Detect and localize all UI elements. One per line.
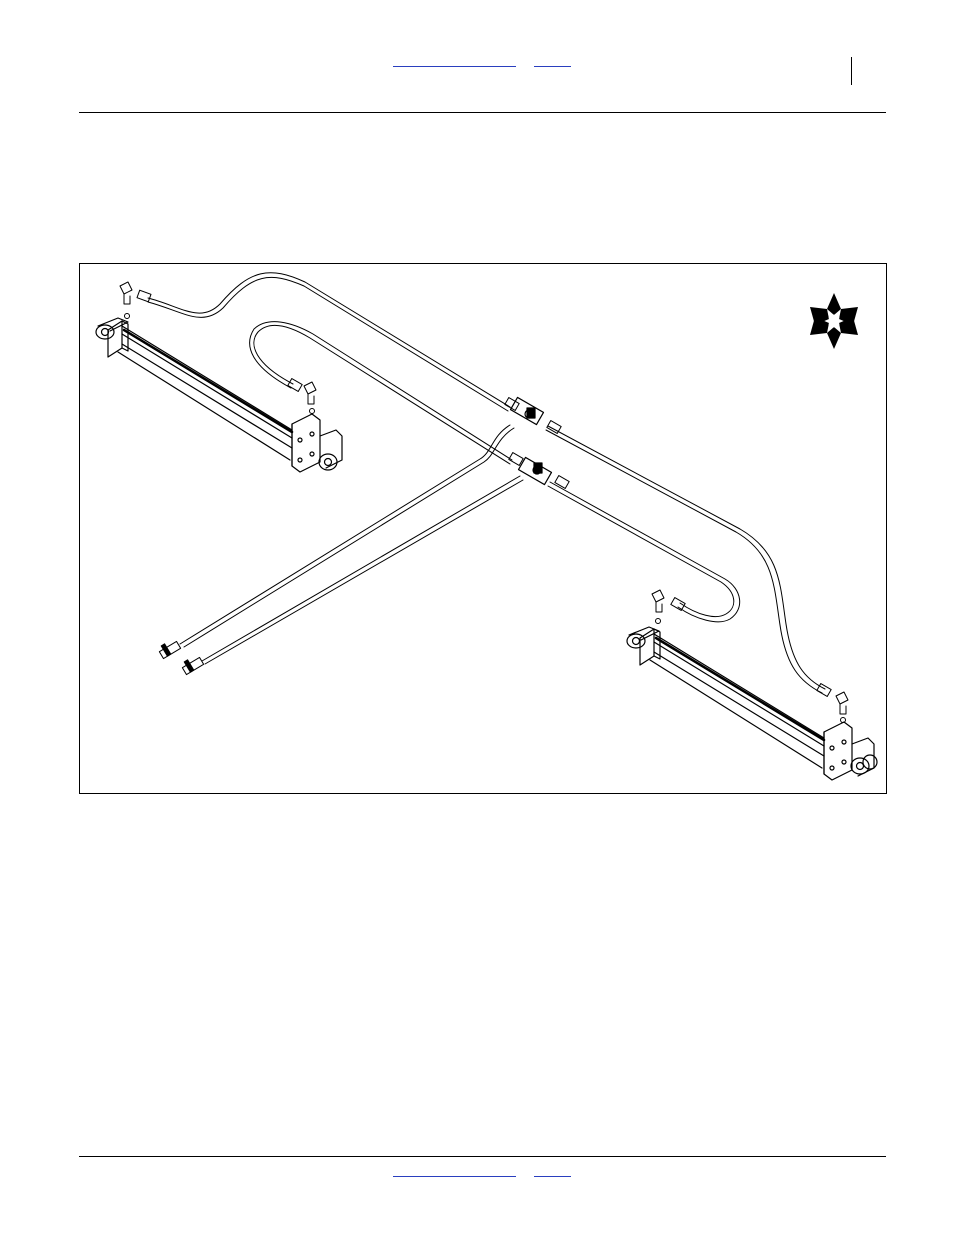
footer-link-1[interactable]	[393, 1176, 516, 1177]
hose-crimp-ends	[137, 290, 831, 696]
footer-link-2[interactable]	[534, 1176, 571, 1177]
hose-tip-couplers	[159, 641, 203, 674]
hydraulic-hoses	[148, 273, 825, 693]
header-link-1[interactable]	[393, 66, 516, 67]
header-link-2[interactable]	[534, 66, 571, 67]
change-bar	[851, 57, 852, 85]
footer-rule	[79, 1156, 886, 1157]
cylinder-left	[96, 318, 342, 472]
hydraulic-diagram	[80, 264, 886, 793]
tee-fittings	[511, 397, 552, 484]
hydraulic-diagram-figure	[79, 263, 887, 794]
compass-star-icon	[810, 293, 858, 349]
header-rule	[79, 112, 886, 113]
